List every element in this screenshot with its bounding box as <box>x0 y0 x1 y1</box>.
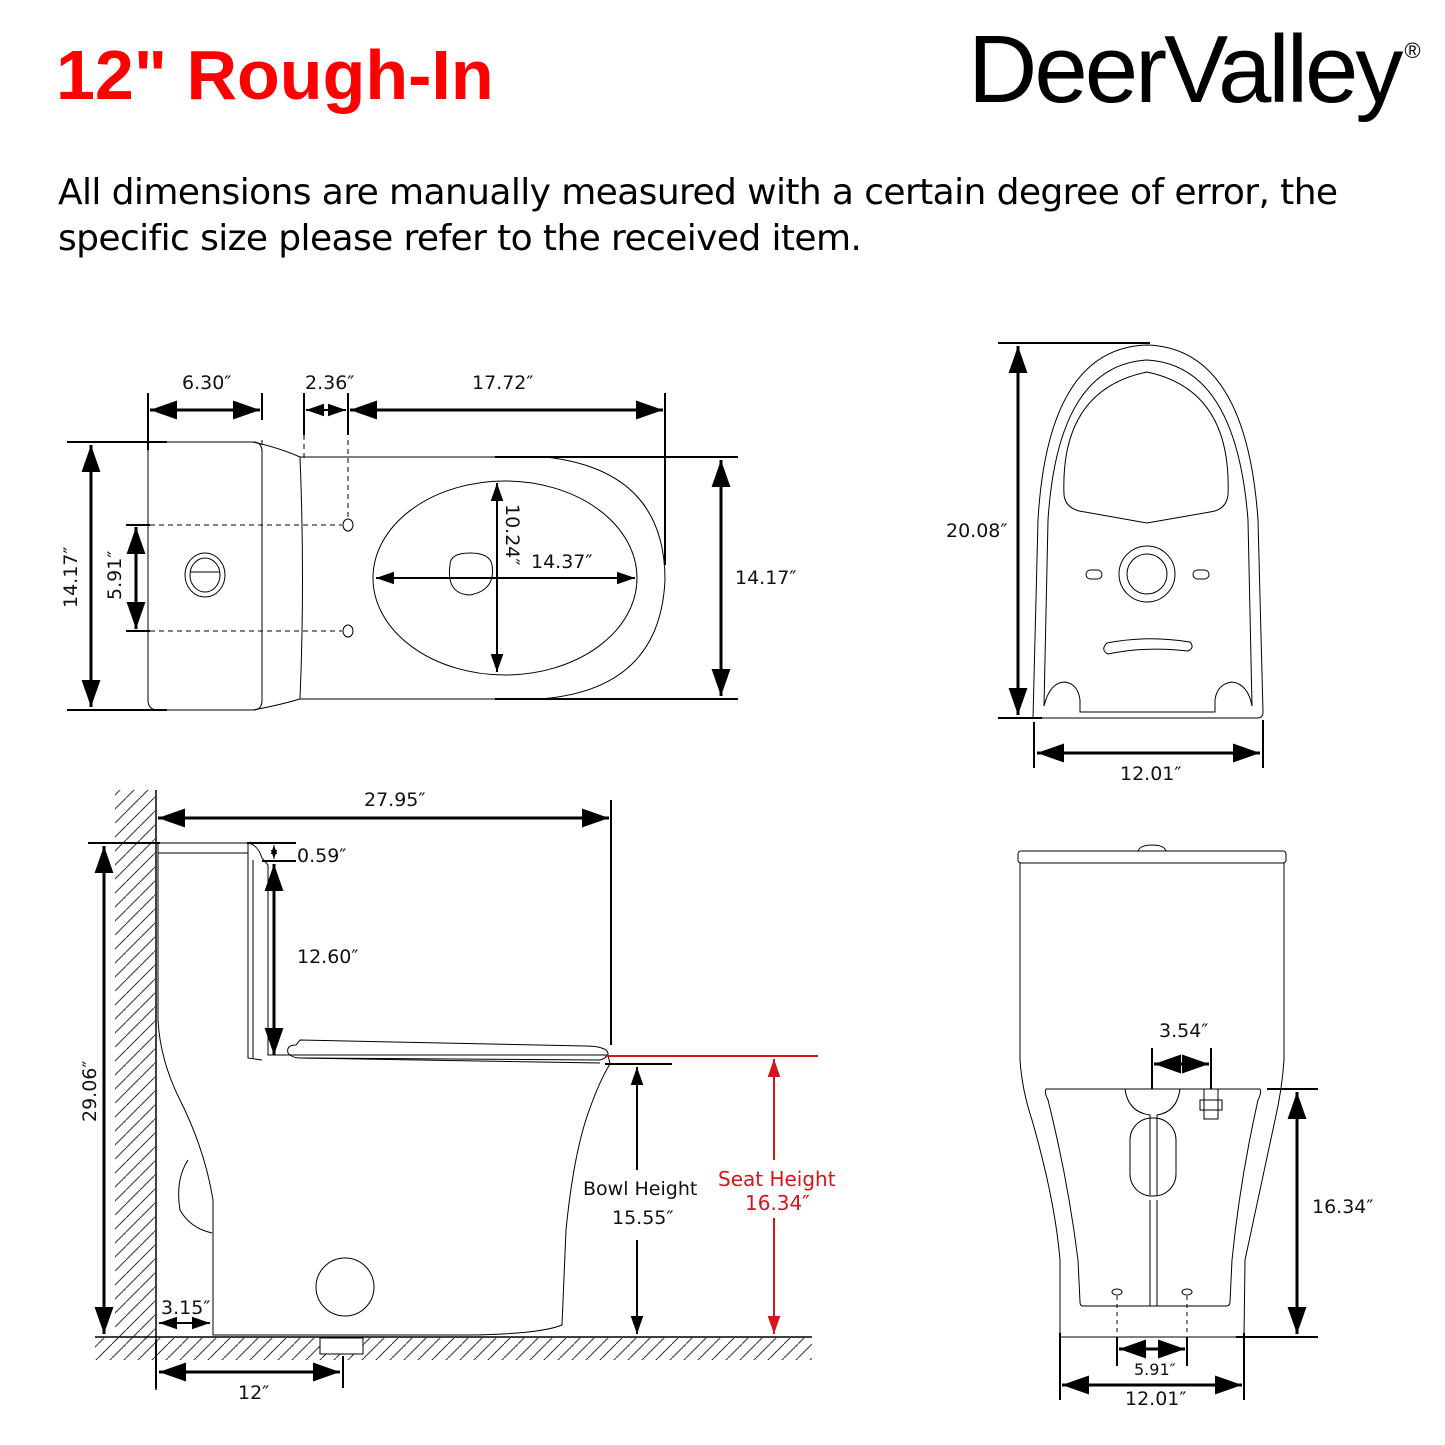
dim-opening-width: 14.37″ <box>531 551 593 573</box>
page-title: 12" Rough-In <box>56 36 494 114</box>
dim-bowl-length: 17.72″ <box>472 372 534 394</box>
rear-view <box>1017 844 1318 1400</box>
registered-mark: ® <box>1404 38 1421 63</box>
dim-bowl-height: 15.55″ <box>612 1207 674 1229</box>
side-view <box>88 790 812 1390</box>
seat-height-dimension <box>605 1055 818 1334</box>
dim-overall-height: 29.06″ <box>79 1061 101 1123</box>
dim-rear-height: 16.34″ <box>1312 1196 1374 1218</box>
top-view <box>67 393 738 711</box>
dim-tank-depth: 6.30″ <box>182 372 231 394</box>
seat-height-label: Seat Height <box>718 1167 836 1191</box>
brand-name: DeerValley <box>968 16 1403 123</box>
dim-bolt-spacing: 5.91″ <box>104 551 126 600</box>
bowl-height-label: Bowl Height <box>583 1178 697 1200</box>
dim-lid-thickness: 0.59″ <box>297 845 346 867</box>
dim-supply-offset: 3.54″ <box>1159 1020 1208 1042</box>
dim-gap: 2.36″ <box>305 372 354 394</box>
dim-overall-width-right: 14.17″ <box>735 567 797 589</box>
dim-rear-bolt-spacing: 5.91″ <box>1134 1360 1176 1379</box>
dim-wall-gap: 3.15″ <box>161 1297 210 1319</box>
dim-overall-depth: 27.95″ <box>364 789 426 811</box>
brand-logo: DeerValley® <box>968 22 1421 118</box>
dim-overall-width-left: 14.17″ <box>60 547 82 609</box>
dim-base-width: 12.01″ <box>1125 1388 1187 1410</box>
dim-bottom-width: 12.01″ <box>1120 763 1182 785</box>
bottom-view <box>998 342 1264 768</box>
dim-seat-height: 16.34″ <box>745 1191 810 1215</box>
dim-bottom-length: 20.08″ <box>946 520 1008 542</box>
tank-outline <box>147 441 263 711</box>
dim-tank-height: 12.60″ <box>297 946 359 968</box>
measurement-disclaimer: All dimensions are manually measured wit… <box>58 172 1338 259</box>
dim-rough-in: 12″ <box>238 1382 269 1404</box>
dim-opening-length: 10.24″ <box>501 504 523 566</box>
